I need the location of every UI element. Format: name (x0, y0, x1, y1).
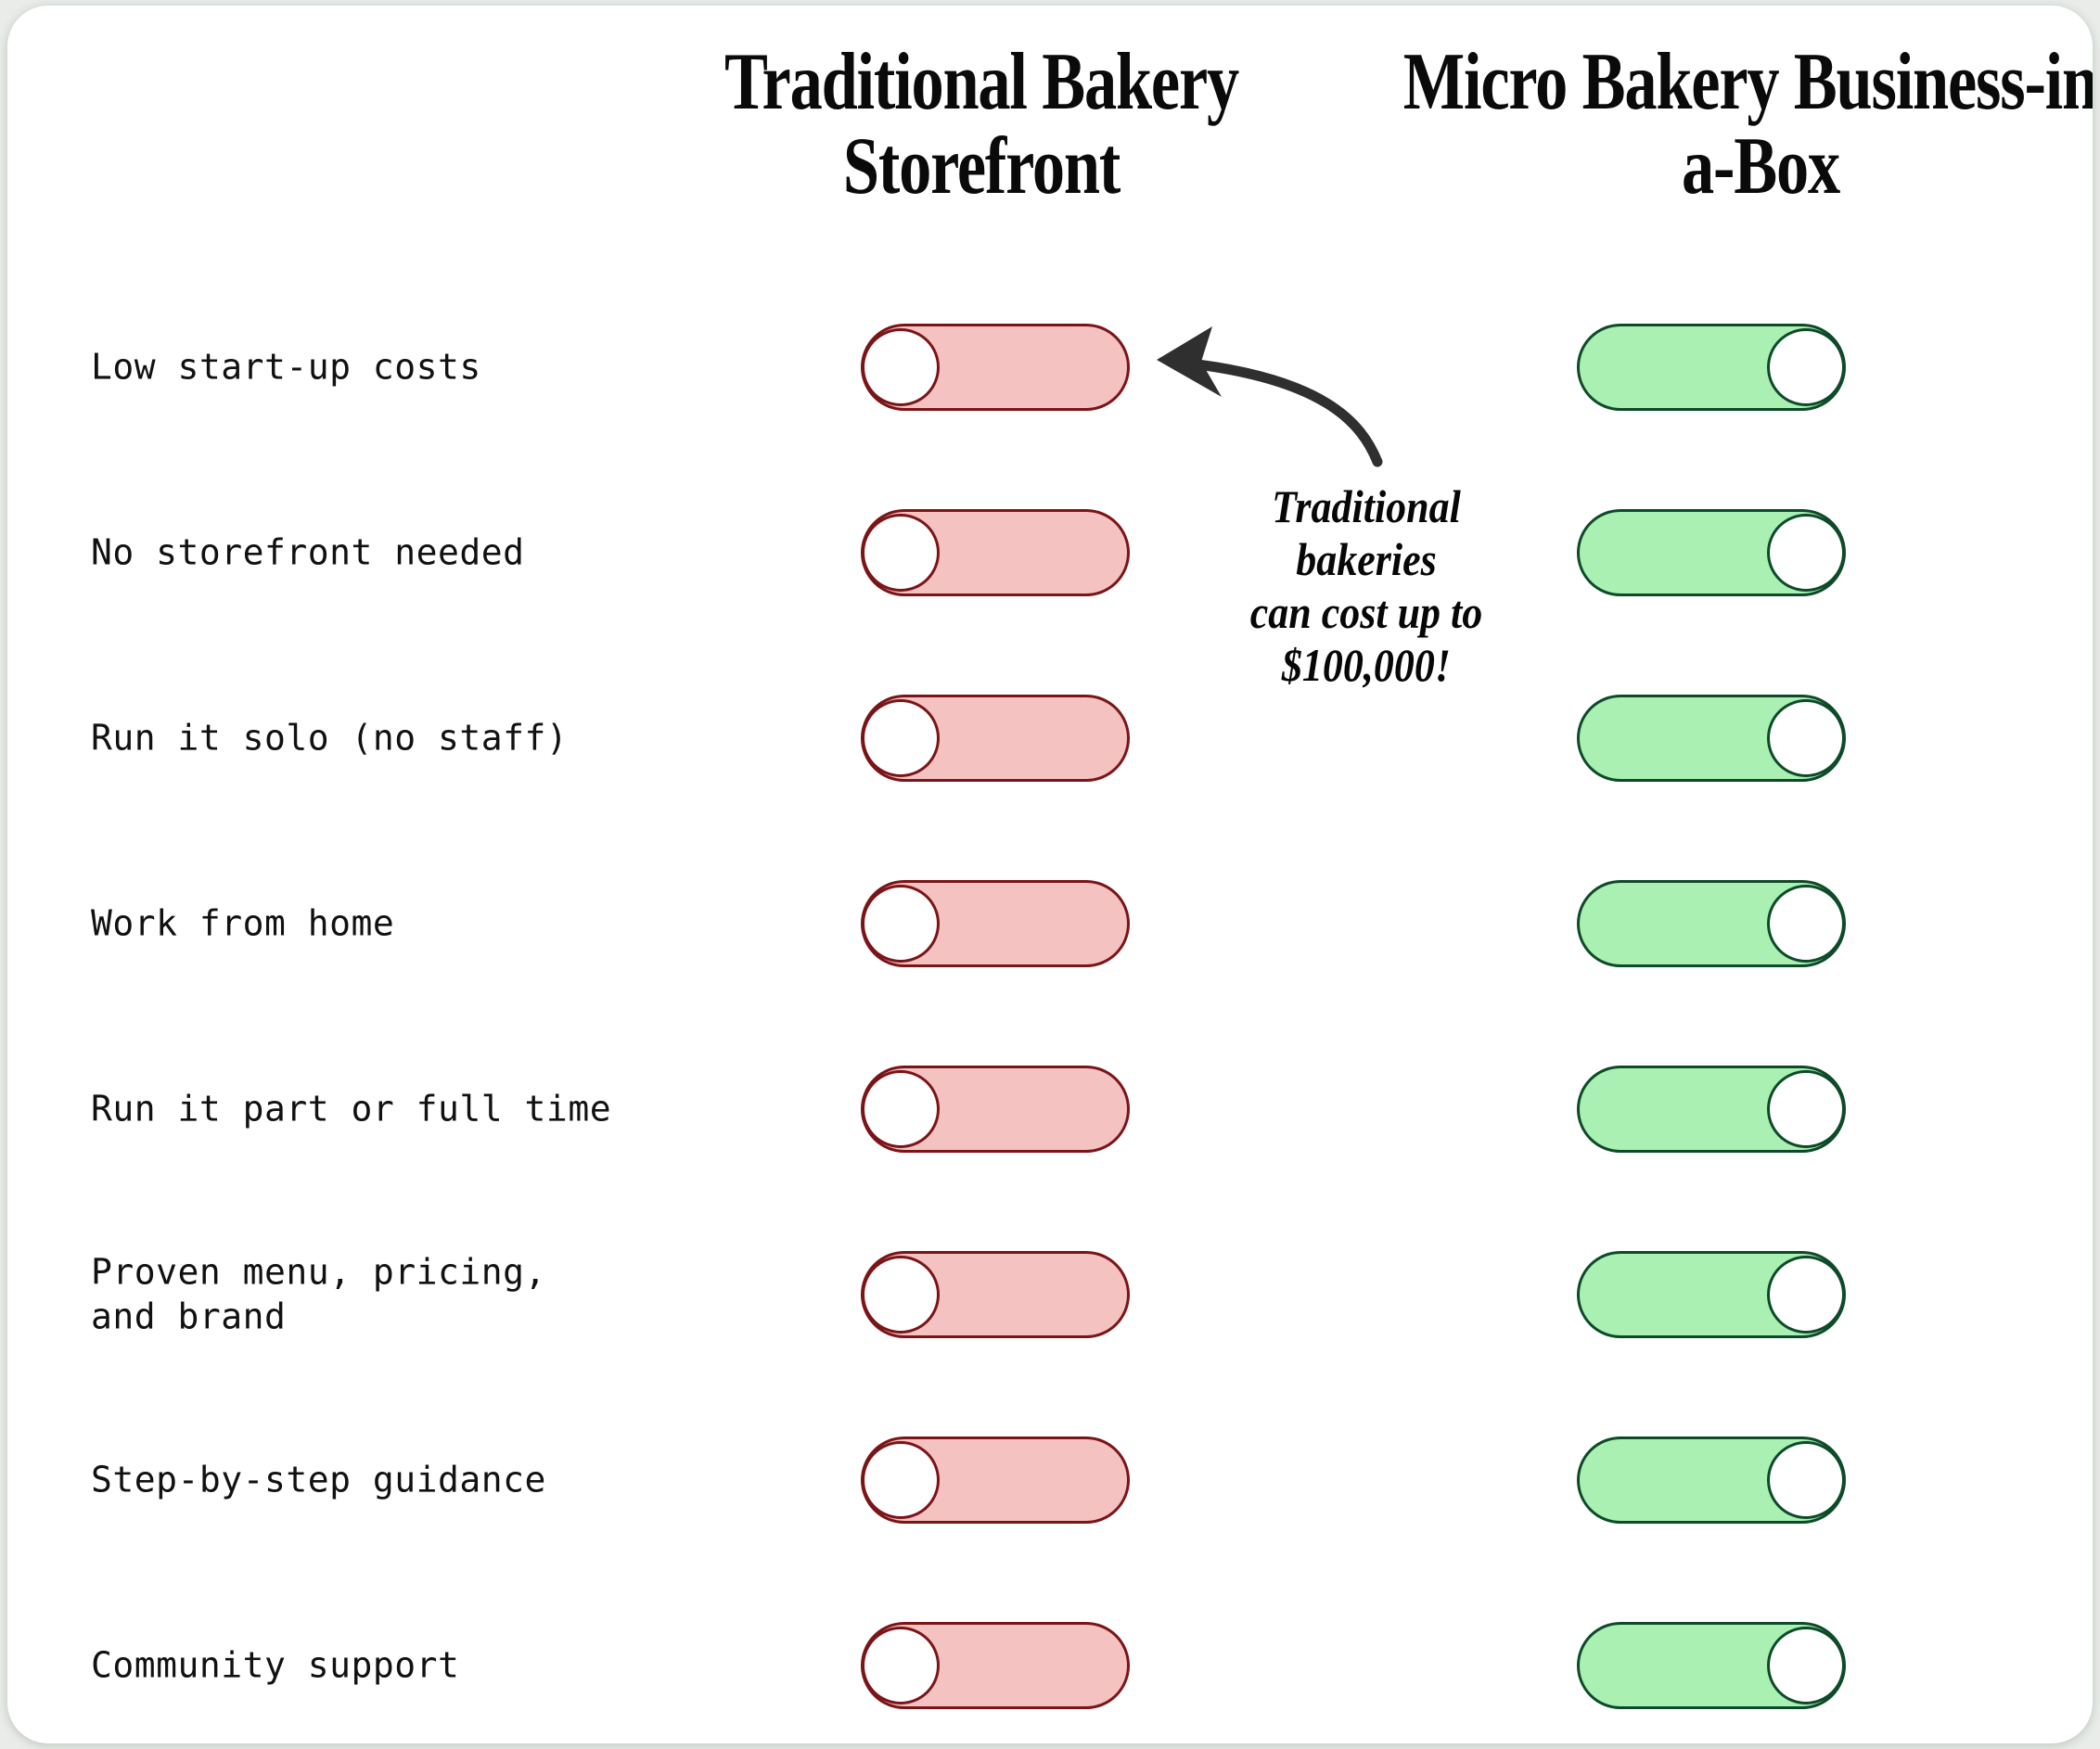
toggle-knob (862, 1627, 940, 1704)
column-header-traditional: Traditional Bakery Storefront (723, 37, 1239, 211)
toggle-micro-no-storefront-needed[interactable] (1577, 509, 1846, 596)
toggle-traditional-work-from-home[interactable] (861, 880, 1130, 967)
annotation-callout-text: Traditional bakeries can cost up to $100… (1249, 480, 1483, 691)
curved-arrow-left-icon (1157, 326, 1383, 467)
toggle-micro-part-or-full-time[interactable] (1577, 1066, 1846, 1153)
feature-label: Community support (91, 1644, 460, 1686)
feature-label: Step-by-step guidance (91, 1459, 546, 1500)
feature-label: Run it solo (no staff) (91, 717, 569, 759)
feature-label: No storefront needed (91, 531, 525, 573)
toggle-micro-work-from-home[interactable] (1577, 880, 1846, 967)
toggle-micro-run-it-solo[interactable] (1577, 695, 1846, 782)
toggle-knob (862, 885, 940, 963)
toggle-knob (1767, 1627, 1845, 1704)
toggle-knob (1767, 699, 1845, 777)
toggle-knob (1767, 328, 1845, 406)
toggle-knob (862, 1441, 940, 1519)
comparison-card: Traditional Bakery Storefront Micro Bake… (7, 6, 2093, 1743)
toggle-knob (862, 1256, 940, 1334)
feature-label: Low start-up costs (91, 346, 481, 388)
toggle-knob (862, 1070, 940, 1148)
toggle-micro-low-start-up-costs[interactable] (1577, 324, 1846, 411)
toggle-micro-step-by-step-guidance[interactable] (1577, 1436, 1846, 1524)
toggle-micro-community-support[interactable] (1577, 1622, 1846, 1709)
toggle-knob (862, 328, 940, 406)
toggle-knob (862, 699, 940, 777)
toggle-micro-proven-menu-pricing-brand[interactable] (1577, 1251, 1846, 1338)
toggle-knob (1767, 1256, 1845, 1334)
toggle-traditional-step-by-step-guidance[interactable] (861, 1436, 1130, 1524)
toggle-traditional-part-or-full-time[interactable] (861, 1066, 1130, 1153)
feature-label: Proven menu, pricing, and brand (91, 1251, 546, 1337)
feature-label: Work from home (91, 902, 395, 944)
toggle-traditional-run-it-solo[interactable] (861, 695, 1130, 782)
toggle-knob (1767, 514, 1845, 592)
feature-label: Run it part or full time (91, 1088, 612, 1130)
toggle-traditional-low-start-up-costs[interactable] (861, 324, 1130, 411)
toggle-knob (862, 514, 940, 592)
toggle-knob (1767, 885, 1845, 963)
toggle-traditional-no-storefront-needed[interactable] (861, 509, 1130, 596)
toggle-traditional-community-support[interactable] (861, 1622, 1130, 1709)
toggle-knob (1767, 1441, 1845, 1519)
column-header-micro: Micro Bakery Business-in-a-Box (1402, 37, 2093, 211)
toggle-knob (1767, 1070, 1845, 1148)
toggle-traditional-proven-menu-pricing-brand[interactable] (861, 1251, 1130, 1338)
